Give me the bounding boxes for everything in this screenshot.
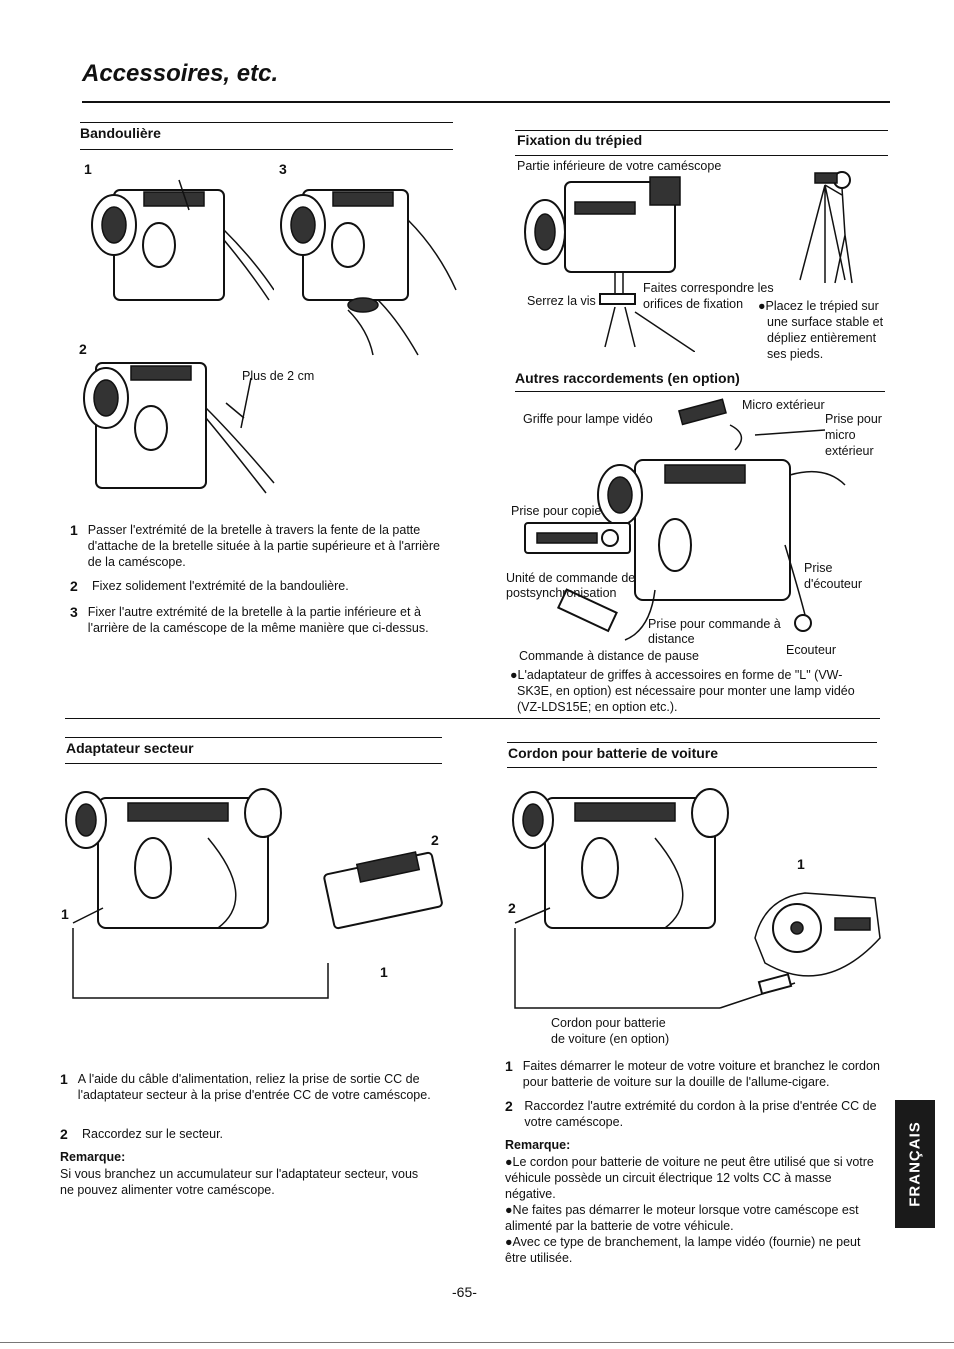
- ac-adaptor-illustration: [65, 788, 443, 999]
- strap-illustration-1: [91, 179, 274, 301]
- page-number: -65-: [452, 1284, 477, 1300]
- step-number: 2: [505, 1098, 513, 1114]
- note-line: ●Placez le trépied sur: [758, 299, 879, 313]
- step-text: Faites démarrer le moteur de votre voitu…: [522, 1059, 880, 1089]
- remarque-label: Remarque:: [60, 1150, 126, 1164]
- section-heading-adaptateur: Adaptateur secteur: [66, 740, 194, 756]
- tripod-camera-illustration: [524, 176, 695, 352]
- step-item: 1 A l'aide du câble d'alimentation, reli…: [60, 1071, 438, 1103]
- step-number: 1: [60, 1071, 68, 1087]
- figure-label: 2: [508, 900, 516, 916]
- label-orifices: orifices de fixation: [643, 297, 744, 311]
- figure-label: 1: [797, 856, 805, 872]
- divider: [515, 155, 888, 156]
- step-number: 1: [70, 522, 78, 538]
- step-number: 3: [70, 604, 78, 620]
- section-heading-bandouliere: Bandoulière: [80, 125, 161, 141]
- step-number: 2: [60, 1126, 68, 1142]
- strap-illustration-2: [83, 362, 275, 494]
- step-text: Raccordez sur le secteur.: [82, 1127, 224, 1141]
- label-unite: Unité de commande de: [506, 571, 636, 585]
- caption: de voiture (en option): [551, 1032, 670, 1046]
- tripod-person-illustration: [799, 171, 853, 284]
- divider: [65, 718, 880, 719]
- step-text: A l'aide du câble d'alimentation, reliez…: [77, 1072, 431, 1102]
- strap-illustration-3: [280, 189, 457, 356]
- remarque-text: Si vous branchez un accumulateur sur l'a…: [60, 1167, 419, 1197]
- step-item: 1 Faites démarrer le moteur de votre voi…: [505, 1058, 880, 1090]
- remarque-text: ●Le cordon pour batterie de voiture ne p…: [505, 1155, 874, 1201]
- remarque-text: ●Avec ce type de branchement, la lampe v…: [505, 1235, 861, 1265]
- step-item: 1 Passer l'extrémité de la bretelle à tr…: [70, 522, 455, 570]
- divider: [80, 122, 453, 123]
- label-prise-commande: Prise pour commande à: [648, 617, 781, 631]
- divider: [65, 763, 442, 764]
- label-unite: postsynchronisation: [506, 586, 617, 600]
- car-cord-illustration: [512, 788, 881, 1009]
- figure-label: 3: [279, 161, 287, 177]
- divider: [507, 767, 877, 768]
- divider: [65, 737, 442, 738]
- section-heading-cordon: Cordon pour batterie de voiture: [508, 745, 719, 761]
- figure-label: 2: [79, 341, 87, 357]
- label-prise-ecouteur: d'écouteur: [804, 577, 862, 591]
- step-text: Fixez solidement l'extrémité de la bando…: [92, 579, 349, 593]
- divider: [80, 149, 453, 150]
- connections-illustration: [524, 398, 846, 641]
- label-prise-copie: Prise pour copie: [511, 504, 602, 518]
- label-ecouteur: Ecouteur: [786, 643, 837, 657]
- step-item: 2 Fixez solidement l'extrémité de la ban…: [70, 578, 455, 594]
- caption: Partie inférieure de votre caméscope: [517, 159, 722, 173]
- divider: [515, 391, 885, 392]
- note-line: ses pieds.: [767, 347, 824, 361]
- step-item: 3 Fixer l'autre extrémité de la bretelle…: [70, 604, 455, 636]
- label-orifices: Faites correspondre les: [643, 281, 774, 295]
- label-prise-micro: Prise pour: [825, 412, 882, 426]
- bottom-rule: [0, 1342, 954, 1343]
- label-commande-pause: Commande à distance de pause: [519, 649, 699, 663]
- label-prise-micro: micro: [825, 428, 856, 442]
- title-rule: [82, 101, 890, 103]
- step-text: Passer l'extrémité de la bretelle à trav…: [87, 523, 441, 569]
- step-number: 1: [505, 1058, 513, 1074]
- label-prise-micro: extérieur: [825, 444, 874, 458]
- language-tab-label: FRANÇAIS: [906, 1121, 924, 1207]
- section-heading-trepied: Fixation du trépied: [517, 132, 643, 148]
- caption: Cordon pour batterie: [551, 1016, 666, 1030]
- note-line: (VZ-LDS15E; en option etc.).: [517, 700, 678, 714]
- figure-label: 1: [61, 906, 69, 922]
- language-tab: FRANÇAIS: [895, 1100, 935, 1228]
- note-line: ●L'adaptateur de griffes à accessoires e…: [510, 668, 843, 682]
- divider: [515, 130, 888, 131]
- divider: [507, 742, 877, 743]
- label-griffe: Griffe pour lampe vidéo: [523, 412, 653, 426]
- label-prise-commande: distance: [648, 632, 695, 646]
- remarque-text: ●Ne faites pas démarrer le moteur lorsqu…: [505, 1203, 859, 1233]
- section-heading-autres: Autres raccordements (en option): [515, 370, 740, 386]
- note-line: SK3E, en option) est nécessaire pour mon…: [517, 684, 855, 698]
- figure-label: 2: [431, 832, 439, 848]
- label-vis: Serrez la vis: [527, 294, 596, 308]
- note-line: dépliez entièrement: [767, 331, 877, 345]
- step-text: Raccordez l'autre extrémité du cordon à …: [524, 1099, 877, 1129]
- figure-label: 1: [380, 964, 388, 980]
- remarque-label: Remarque:: [505, 1138, 571, 1152]
- step-text: Fixer l'autre extrémité de la bretelle à…: [87, 605, 429, 635]
- label-prise-ecouteur: Prise: [804, 561, 833, 575]
- page-title: Accessoires, etc.: [82, 60, 279, 87]
- figure-label: 1: [84, 161, 92, 177]
- callout-label: Plus de 2 cm: [242, 369, 315, 383]
- label-micro-exterieur: Micro extérieur: [742, 398, 825, 412]
- step-item: 2 Raccordez l'autre extrémité du cordon …: [505, 1098, 880, 1130]
- step-number: 2: [70, 578, 78, 594]
- step-item: 2 Raccordez sur le secteur.: [60, 1126, 438, 1142]
- note-line: une surface stable et: [767, 315, 884, 329]
